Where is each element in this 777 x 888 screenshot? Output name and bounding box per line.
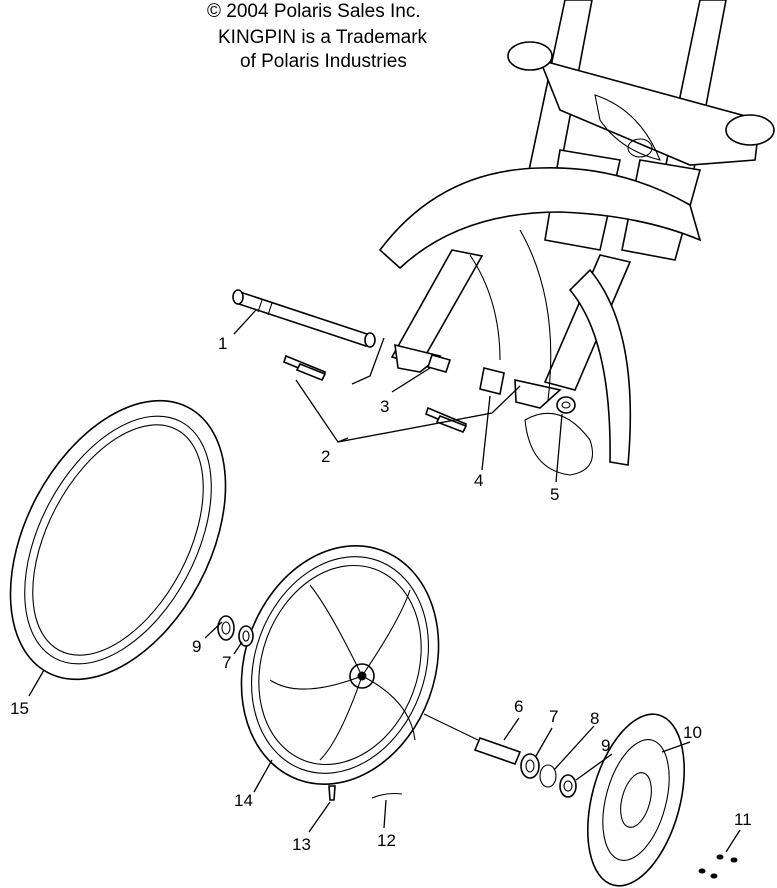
small-hardware-part bbox=[328, 785, 738, 879]
left-bearing-part bbox=[217, 615, 254, 647]
callout-11: 11 bbox=[734, 810, 752, 829]
callout-1: 1 bbox=[218, 334, 227, 353]
callout-5: 5 bbox=[550, 485, 559, 504]
right-hub-parts bbox=[423, 713, 577, 798]
pinch-bolts-part bbox=[283, 354, 468, 434]
wheel-part bbox=[240, 545, 440, 785]
callout-12: 12 bbox=[377, 831, 396, 850]
callout-4: 4 bbox=[474, 471, 483, 490]
trademark-owner-line: of Polaris Industries bbox=[240, 51, 407, 72]
callout-2: 2 bbox=[321, 447, 330, 466]
callout-13: 13 bbox=[292, 835, 311, 854]
callout-9-right: 9 bbox=[601, 736, 610, 755]
callout-14: 14 bbox=[234, 791, 253, 810]
tire-part bbox=[9, 399, 227, 681]
trademark-line: KINGPIN is a Trademark bbox=[218, 27, 428, 48]
callout-6: 6 bbox=[514, 697, 523, 716]
callout-9-left: 9 bbox=[192, 637, 201, 656]
callout-10: 10 bbox=[683, 723, 702, 742]
callout-labels: 1 2 3 4 5 6 7 7 8 9 9 10 11 12 13 14 15 bbox=[10, 334, 752, 854]
brake-rotor-part bbox=[586, 713, 686, 887]
callout-3: 3 bbox=[380, 397, 389, 416]
callout-7-left: 7 bbox=[222, 653, 231, 672]
copyright-line: © 2004 Polaris Sales Inc. bbox=[207, 1, 421, 22]
fork-assembly bbox=[378, 0, 775, 476]
callout-7-right: 7 bbox=[549, 707, 558, 726]
spacers-part bbox=[426, 354, 576, 414]
callout-8: 8 bbox=[590, 709, 599, 728]
axle-part bbox=[232, 289, 376, 348]
callout-15: 15 bbox=[10, 699, 29, 718]
leader-lines bbox=[28, 309, 741, 853]
